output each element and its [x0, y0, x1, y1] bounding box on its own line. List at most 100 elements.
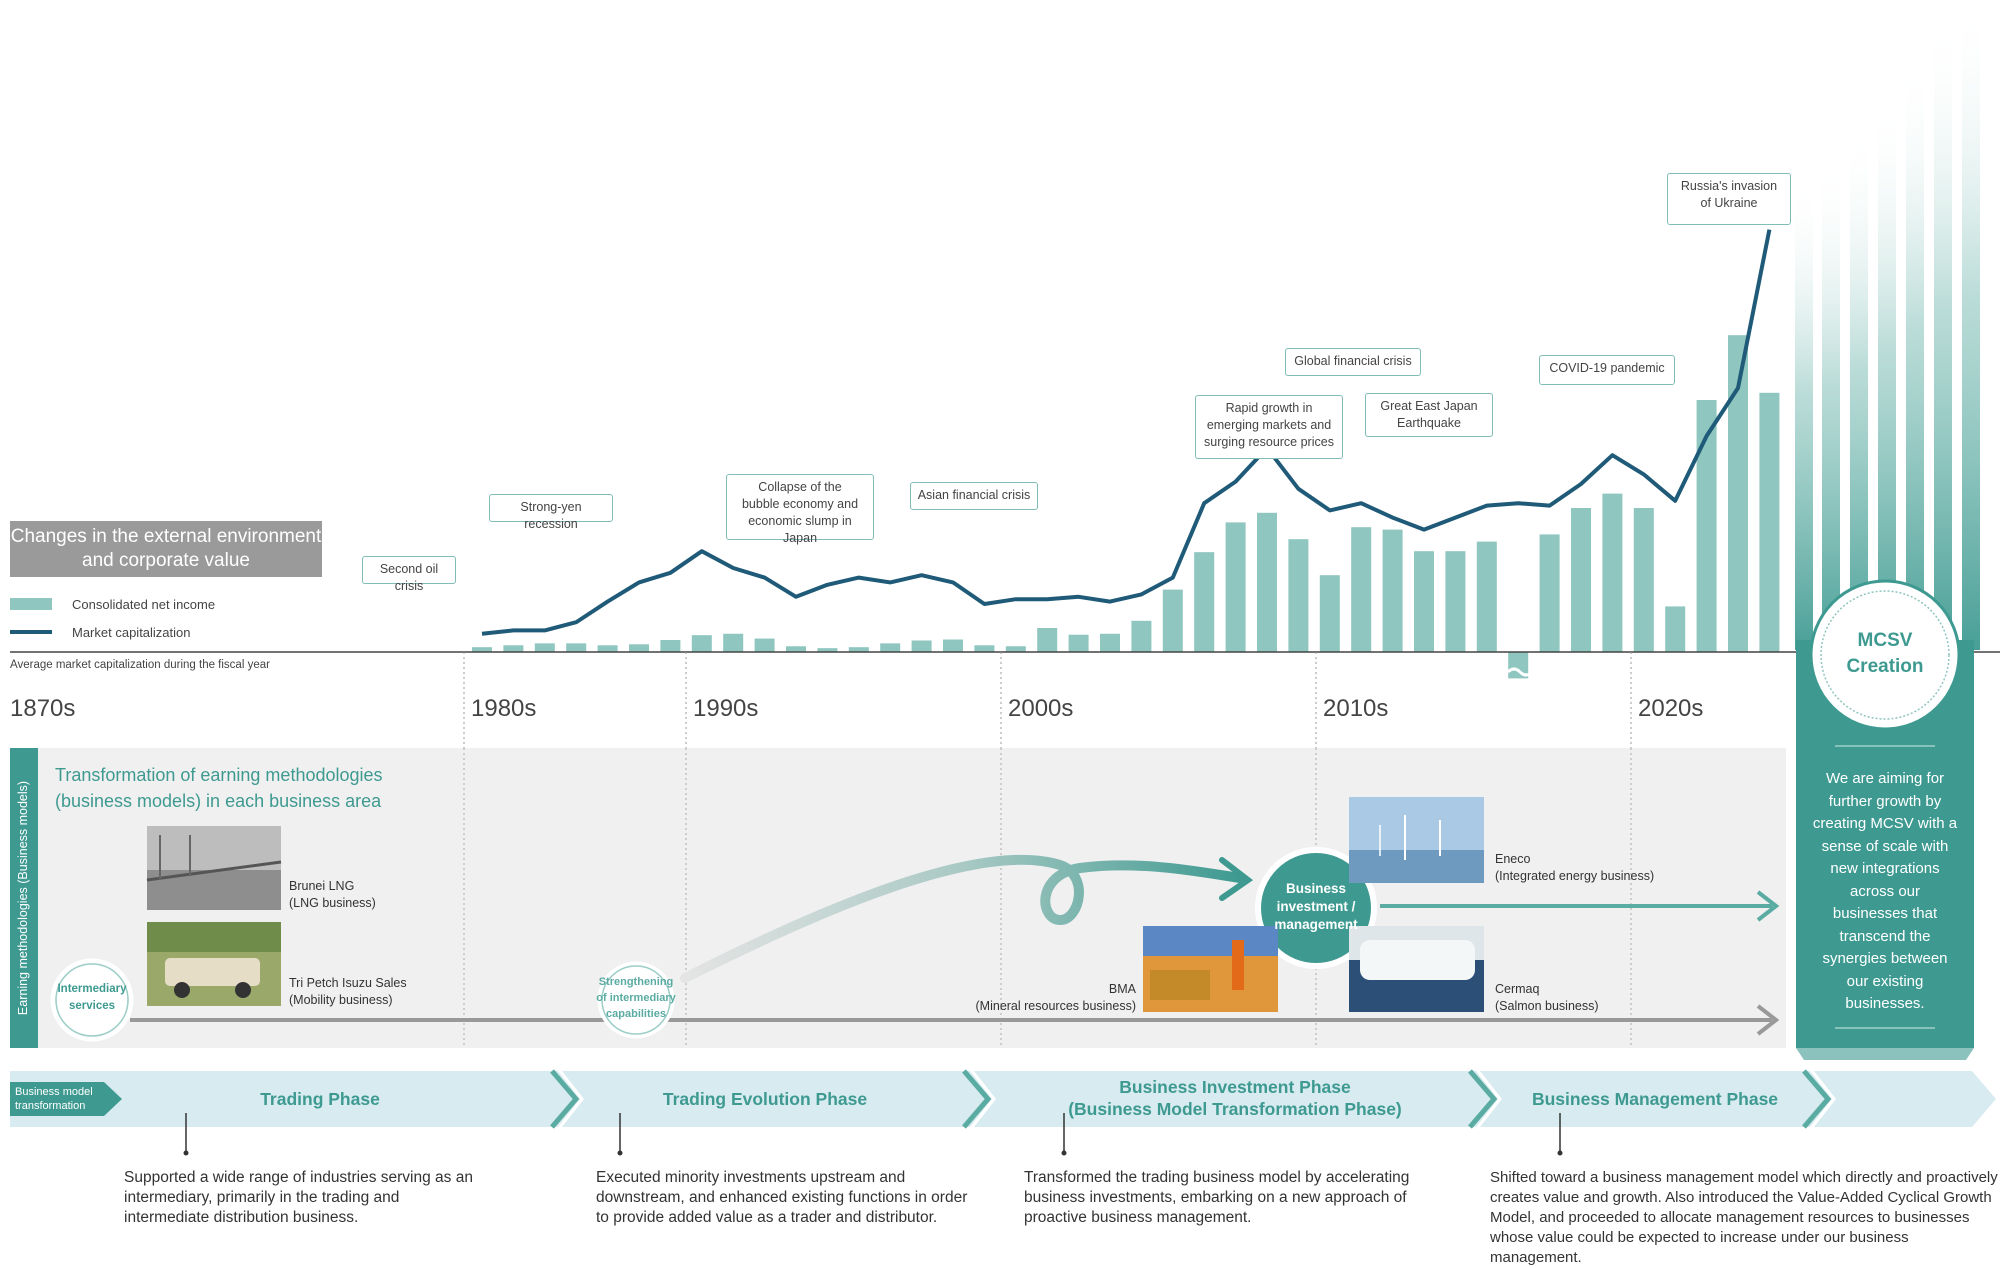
net-income-bar [1476, 541, 1497, 652]
net-income-bar [1319, 575, 1340, 652]
legend-bar-swatch [10, 598, 52, 610]
net-income-bar [660, 640, 681, 652]
mcsv-rising-bars [1795, 0, 1980, 650]
event-second-oil-crisis: Second oil crisis [362, 556, 456, 593]
market-cap-note: Average market capitalization during the… [10, 659, 270, 671]
phase-band [10, 1069, 1996, 1129]
event-emerging-markets-growth: Rapid growth in emerging markets and sur… [1195, 395, 1343, 459]
chart-title-line2: and corporate value [82, 550, 250, 571]
net-income-bar [1005, 646, 1026, 652]
business-investment-label: Business investment / management [1274, 881, 1358, 932]
net-income-bar [1382, 529, 1403, 652]
net-income-bar [691, 635, 712, 652]
intermediary-services-label: Intermediary services [57, 983, 127, 1012]
net-income-bar [1068, 634, 1089, 652]
photo-brunei-lng [146, 826, 282, 910]
net-income-bar [1602, 493, 1623, 652]
phase-trading-description: Supported a wide range of industries ser… [124, 1169, 473, 1226]
market-capitalization-line [481, 229, 1772, 636]
business-model-title-line2: (business models) in each business area [55, 791, 382, 811]
net-income-bar [1445, 551, 1466, 652]
business-model-transformation-tag: Business model transformation [15, 1086, 93, 1112]
event-covid-19-pandemic: COVID-19 pandemic [1539, 355, 1675, 385]
net-income-bar [723, 633, 744, 652]
net-income-bar [786, 646, 806, 652]
net-income-bar [503, 645, 524, 652]
event-bubble-collapse: Collapse of the bubble economy and econo… [726, 474, 874, 545]
net-income-bar [911, 640, 932, 652]
net-income-bar [1539, 534, 1560, 652]
case-bma: BMA (Mineral resources business) [975, 982, 1136, 1013]
event-russia-invasion-ukraine: Russia's invasion of Ukraine [1667, 173, 1791, 225]
phase-business-investment: Business Investment Phase (Business Mode… [1068, 1077, 1402, 1119]
business-model-title: Transformation of earning methodologies … [55, 762, 383, 814]
event-great-east-japan-earthquake: Great East Japan Earthquake [1365, 393, 1493, 437]
photo-eneco [1349, 797, 1484, 883]
phase-trading-evolution: Trading Evolution Phase [662, 1089, 868, 1109]
net-income-bar [1508, 652, 1529, 679]
case-cermaq: Cermaq (Salmon business) [1495, 982, 1599, 1013]
net-income-bar [1131, 620, 1152, 652]
net-income-bar [1759, 392, 1780, 652]
phase-business-management: Business Management Phase [1531, 1089, 1779, 1109]
net-income-bar [1037, 628, 1058, 652]
case-tri-petch-isuzu: Tri Petch Isuzu Sales (Mobility business… [289, 976, 407, 1007]
legend: Consolidated net income Market capitaliz… [10, 595, 215, 641]
net-income-bar [1571, 508, 1591, 652]
legend-line-swatch [10, 630, 52, 634]
phase-business-investment-description: Transformed the trading business model b… [1024, 1169, 1410, 1226]
net-income-bar [817, 648, 838, 652]
mcsv-badge: MCSV Creation [1846, 630, 1924, 677]
net-income-bar [1225, 522, 1246, 652]
decade-1990s: 1990s [693, 695, 759, 722]
net-income-bar [597, 645, 618, 652]
net-income-bar [943, 639, 963, 652]
business-model-panel [10, 748, 1786, 1048]
phase-trading: Trading Phase [260, 1089, 380, 1109]
net-income-bar [880, 643, 901, 652]
decade-2000s: 2000s [1008, 695, 1074, 722]
net-income-bar [1194, 552, 1215, 652]
case-brunei-lng: Brunei LNG (LNG business) [289, 879, 376, 910]
decade-1980s: 1980s [471, 695, 537, 722]
legend-bar-label: Consolidated net income [72, 596, 216, 612]
decade-1870s: 1870s [10, 695, 76, 722]
net-income-bar [629, 644, 649, 652]
decade-2010s: 2010s [1323, 695, 1389, 722]
net-income-bar [1100, 633, 1120, 652]
net-income-bar [1665, 606, 1686, 652]
net-income-bar [1162, 589, 1183, 652]
event-asian-financial-crisis: Asian financial crisis [910, 482, 1038, 510]
net-income-bar [1351, 527, 1372, 652]
photo-cermaq [1349, 926, 1484, 1012]
legend-line-label: Market capitalization [72, 624, 191, 640]
decade-2020s: 2020s [1638, 695, 1704, 722]
business-model-side-label: Earning methodologies (Business models) [16, 780, 30, 1016]
net-income-bar [974, 645, 995, 652]
net-income-bar [1728, 335, 1748, 652]
net-income-bar [1633, 508, 1654, 652]
chart-title-line1: Changes in the external environment [10, 526, 322, 547]
event-global-financial-crisis: Global financial crisis [1285, 348, 1421, 376]
business-model-title-line1: Transformation of earning methodologies [55, 765, 383, 785]
net-income-bar [1288, 539, 1309, 652]
photo-tri-petch-isuzu [147, 922, 281, 1006]
net-income-bar [1257, 512, 1277, 652]
business-model-side-bar [10, 748, 38, 1048]
net-income-bar [1414, 551, 1434, 652]
chart-title-box: Changes in the external environment and … [10, 521, 322, 577]
net-income-bar [534, 643, 555, 652]
phase-trading-evolution-description: Executed minority investments upstream a… [596, 1169, 968, 1226]
case-eneco: Eneco (Integrated energy business) [1495, 852, 1655, 883]
net-income-bar [566, 643, 587, 652]
net-income-bar [1696, 400, 1717, 652]
event-strong-yen-recession: Strong-yen recession [489, 494, 613, 531]
net-income-bar [472, 647, 492, 652]
phase-business-management-description: Shifted toward a business management mod… [1490, 1169, 1998, 1266]
net-income-bar [754, 638, 775, 652]
net-income-bar [848, 647, 869, 652]
strengthening-label: Strengthening of intermediary capabiliti… [596, 976, 676, 1020]
mcsv-description: We are aiming for further growth by crea… [1812, 770, 1958, 1012]
photo-bma [1143, 926, 1278, 1012]
